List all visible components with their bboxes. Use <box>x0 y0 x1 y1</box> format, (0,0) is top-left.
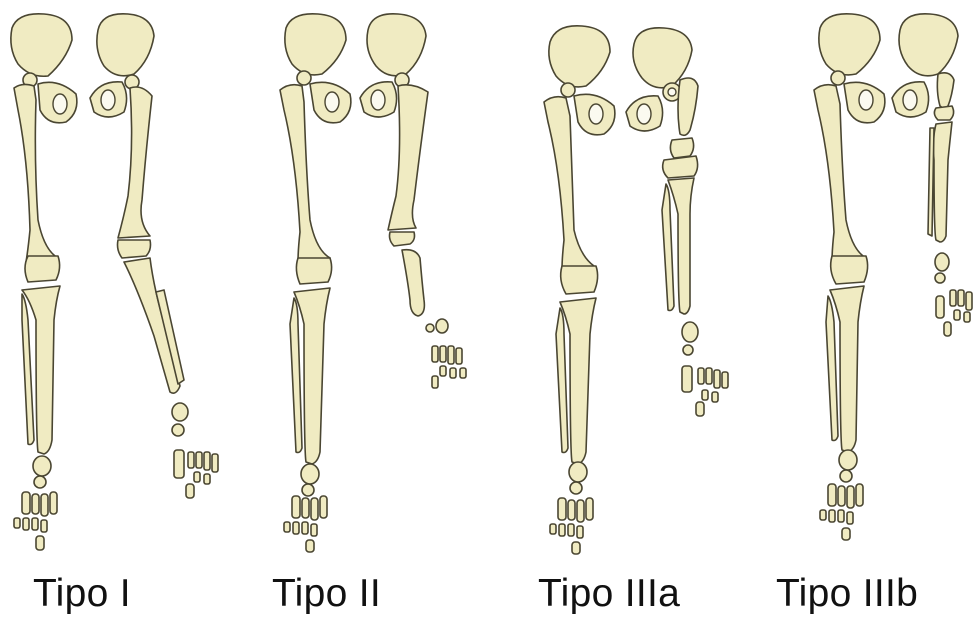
talus <box>172 403 188 421</box>
fibula <box>662 184 674 311</box>
obturator-foramen <box>637 104 651 124</box>
femoral-head <box>297 71 311 85</box>
foot <box>14 492 57 550</box>
femoral-head <box>831 71 845 85</box>
heel <box>570 482 582 494</box>
pelvis <box>367 14 426 76</box>
femur-remnant <box>678 78 698 135</box>
foot <box>820 484 863 540</box>
talus <box>682 322 698 342</box>
knee <box>831 256 868 284</box>
femur-stump <box>670 138 693 158</box>
heel <box>172 424 184 436</box>
foot <box>936 290 972 336</box>
normal-limb <box>11 14 77 550</box>
normal-limb <box>814 14 885 540</box>
talus <box>301 464 319 484</box>
obturator-foramen <box>589 104 603 124</box>
acetabulum-inner <box>668 88 676 96</box>
pelvis <box>549 26 610 87</box>
tibia <box>933 122 952 242</box>
pelvis <box>11 14 72 76</box>
pelvis <box>819 14 880 75</box>
talus <box>33 456 51 476</box>
pelvis <box>285 14 346 75</box>
obturator-foramen <box>325 92 339 112</box>
talus <box>935 253 949 271</box>
foot <box>550 498 593 554</box>
foot <box>432 346 466 388</box>
fibula <box>928 128 934 236</box>
heel <box>840 470 852 482</box>
foot <box>284 496 327 552</box>
knee <box>663 156 698 178</box>
obturator-foramen <box>903 90 917 110</box>
affected-limb <box>360 14 466 388</box>
normal-limb <box>280 14 351 552</box>
panel-label-tipo-3a: Tipo IIIa <box>538 572 680 616</box>
panel-label-tipo-1: Tipo I <box>33 572 131 616</box>
knee-remnant <box>934 106 953 120</box>
pelvis <box>97 14 154 76</box>
pseudoarthrosis <box>390 232 415 246</box>
panel-tipo-2 <box>280 14 466 552</box>
panel-label-tipo-2: Tipo II <box>272 572 381 616</box>
panel-label-tipo-3b: Tipo IIIb <box>776 572 918 616</box>
tibia-short <box>402 250 424 316</box>
obturator-foramen <box>859 90 873 110</box>
fibula <box>826 296 838 441</box>
panel-tipo-3a <box>544 26 728 554</box>
affected-limb <box>626 28 728 416</box>
foot <box>174 450 218 498</box>
heel <box>34 476 46 488</box>
obturator-foramen <box>101 90 115 110</box>
foot <box>682 366 728 416</box>
obturator-foramen <box>53 94 67 114</box>
affected-limb <box>90 14 218 498</box>
femur-remnant <box>937 73 954 108</box>
heel <box>426 324 434 332</box>
knee <box>296 258 331 284</box>
fibula <box>290 298 302 453</box>
normal-limb <box>544 26 615 554</box>
heel <box>302 484 314 496</box>
pseudoarthrosis <box>118 240 151 258</box>
talus <box>436 319 448 333</box>
talus <box>839 450 857 470</box>
talus <box>569 462 587 482</box>
heel <box>935 273 945 283</box>
pelvis <box>899 14 958 76</box>
knee <box>561 266 598 294</box>
fibula <box>556 308 568 453</box>
panel-tipo-3b <box>814 14 972 540</box>
fibula <box>22 294 34 445</box>
panel-tipo-1 <box>11 14 218 550</box>
femoral-head <box>561 83 575 97</box>
affected-limb <box>892 14 972 336</box>
obturator-foramen <box>371 90 385 110</box>
heel <box>683 345 693 355</box>
knee <box>25 256 60 282</box>
